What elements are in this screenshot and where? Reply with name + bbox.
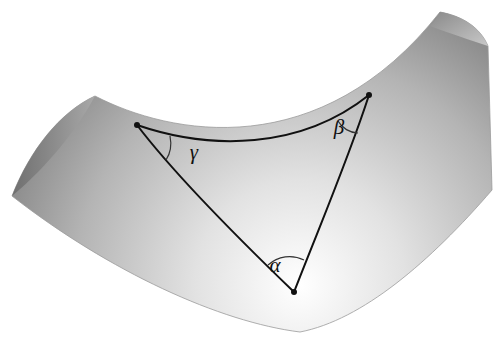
vertex-dot — [291, 289, 297, 295]
vertex-dot — [134, 122, 140, 128]
angle-label: β — [334, 117, 344, 138]
vertex-dot — [366, 92, 372, 98]
geodesic-triangle — [137, 95, 369, 292]
angle-arc — [166, 136, 171, 160]
angle-label: α — [269, 255, 280, 276]
triangle-side — [137, 95, 369, 141]
saddle-lip — [430, 12, 488, 46]
saddle-surface — [12, 12, 492, 332]
triangle-side — [137, 125, 294, 292]
saddle-fold — [12, 96, 95, 196]
triangle-side — [294, 95, 369, 292]
vertex-dots — [134, 92, 372, 295]
angle-arcs — [166, 121, 358, 265]
angle-label: γ — [190, 142, 198, 163]
